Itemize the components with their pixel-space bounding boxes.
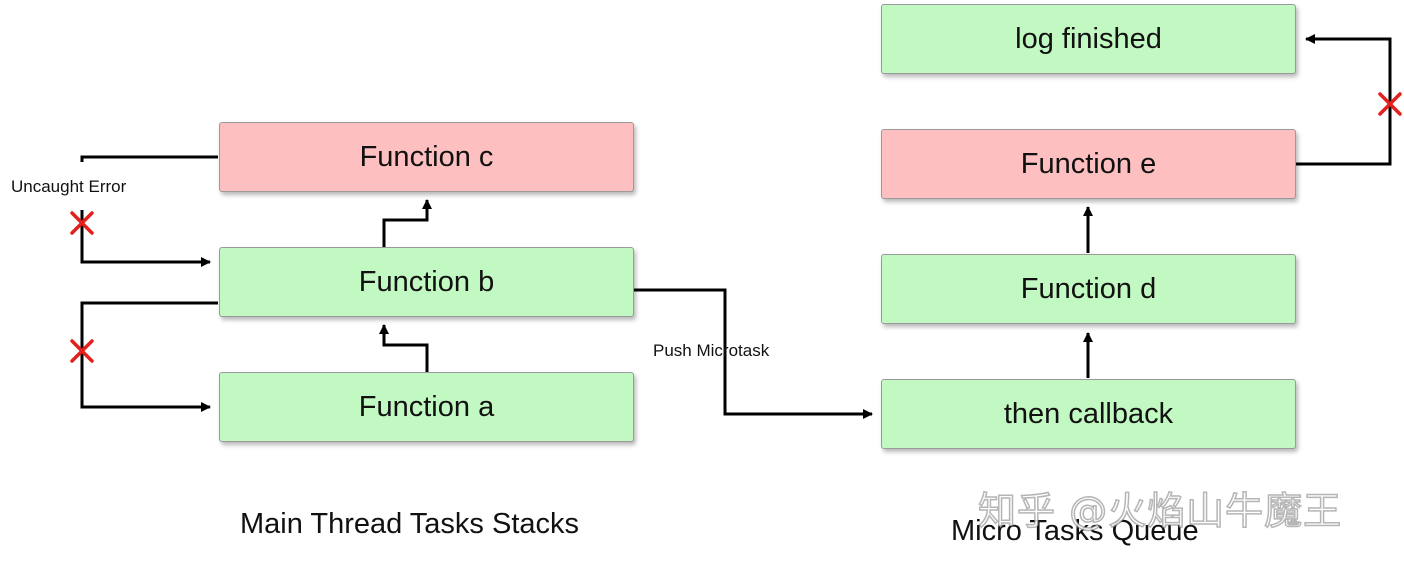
push-microtask-arrow	[634, 288, 873, 419]
function-c-label: Function c	[359, 140, 494, 173]
b-calls-c-arrow	[382, 199, 432, 247]
function-e-label: Function e	[1020, 147, 1157, 180]
e-to-log-arrow	[1296, 34, 1392, 166]
function-a-label: Function a	[358, 390, 495, 423]
log-finished-box: log finished	[881, 4, 1296, 74]
function-e-box: Function e	[881, 129, 1296, 199]
uncaught-error-connector	[80, 155, 218, 162]
log-finished-label: log finished	[1015, 22, 1162, 55]
error-cross-icon	[70, 211, 94, 235]
function-a-box: Function a	[219, 372, 634, 442]
function-b-box: Function b	[219, 247, 634, 317]
micro-queue-caption: Micro Tasks Queue	[951, 515, 1199, 547]
error-cross-icon	[70, 339, 94, 363]
then-callback-box: then callback	[881, 379, 1296, 449]
watermark-text: 知乎 @火焰山牛魔王	[977, 488, 1343, 534]
function-d-label: Function d	[1020, 272, 1157, 305]
function-d-box: Function d	[881, 254, 1296, 324]
main-thread-caption: Main Thread Tasks Stacks	[240, 508, 580, 540]
error-return-arrow	[80, 210, 211, 267]
function-b-label: Function b	[358, 265, 495, 298]
then-callback-label: then callback	[1003, 397, 1174, 430]
function-c-box: Function c	[219, 122, 634, 192]
a-calls-b-arrow	[379, 324, 429, 372]
push-microtask-label: Push Microtask	[653, 341, 770, 360]
uncaught-error-label: Uncaught Error	[11, 177, 127, 196]
b-to-a-return-arrow	[80, 301, 218, 412]
error-cross-icon	[1378, 92, 1402, 116]
